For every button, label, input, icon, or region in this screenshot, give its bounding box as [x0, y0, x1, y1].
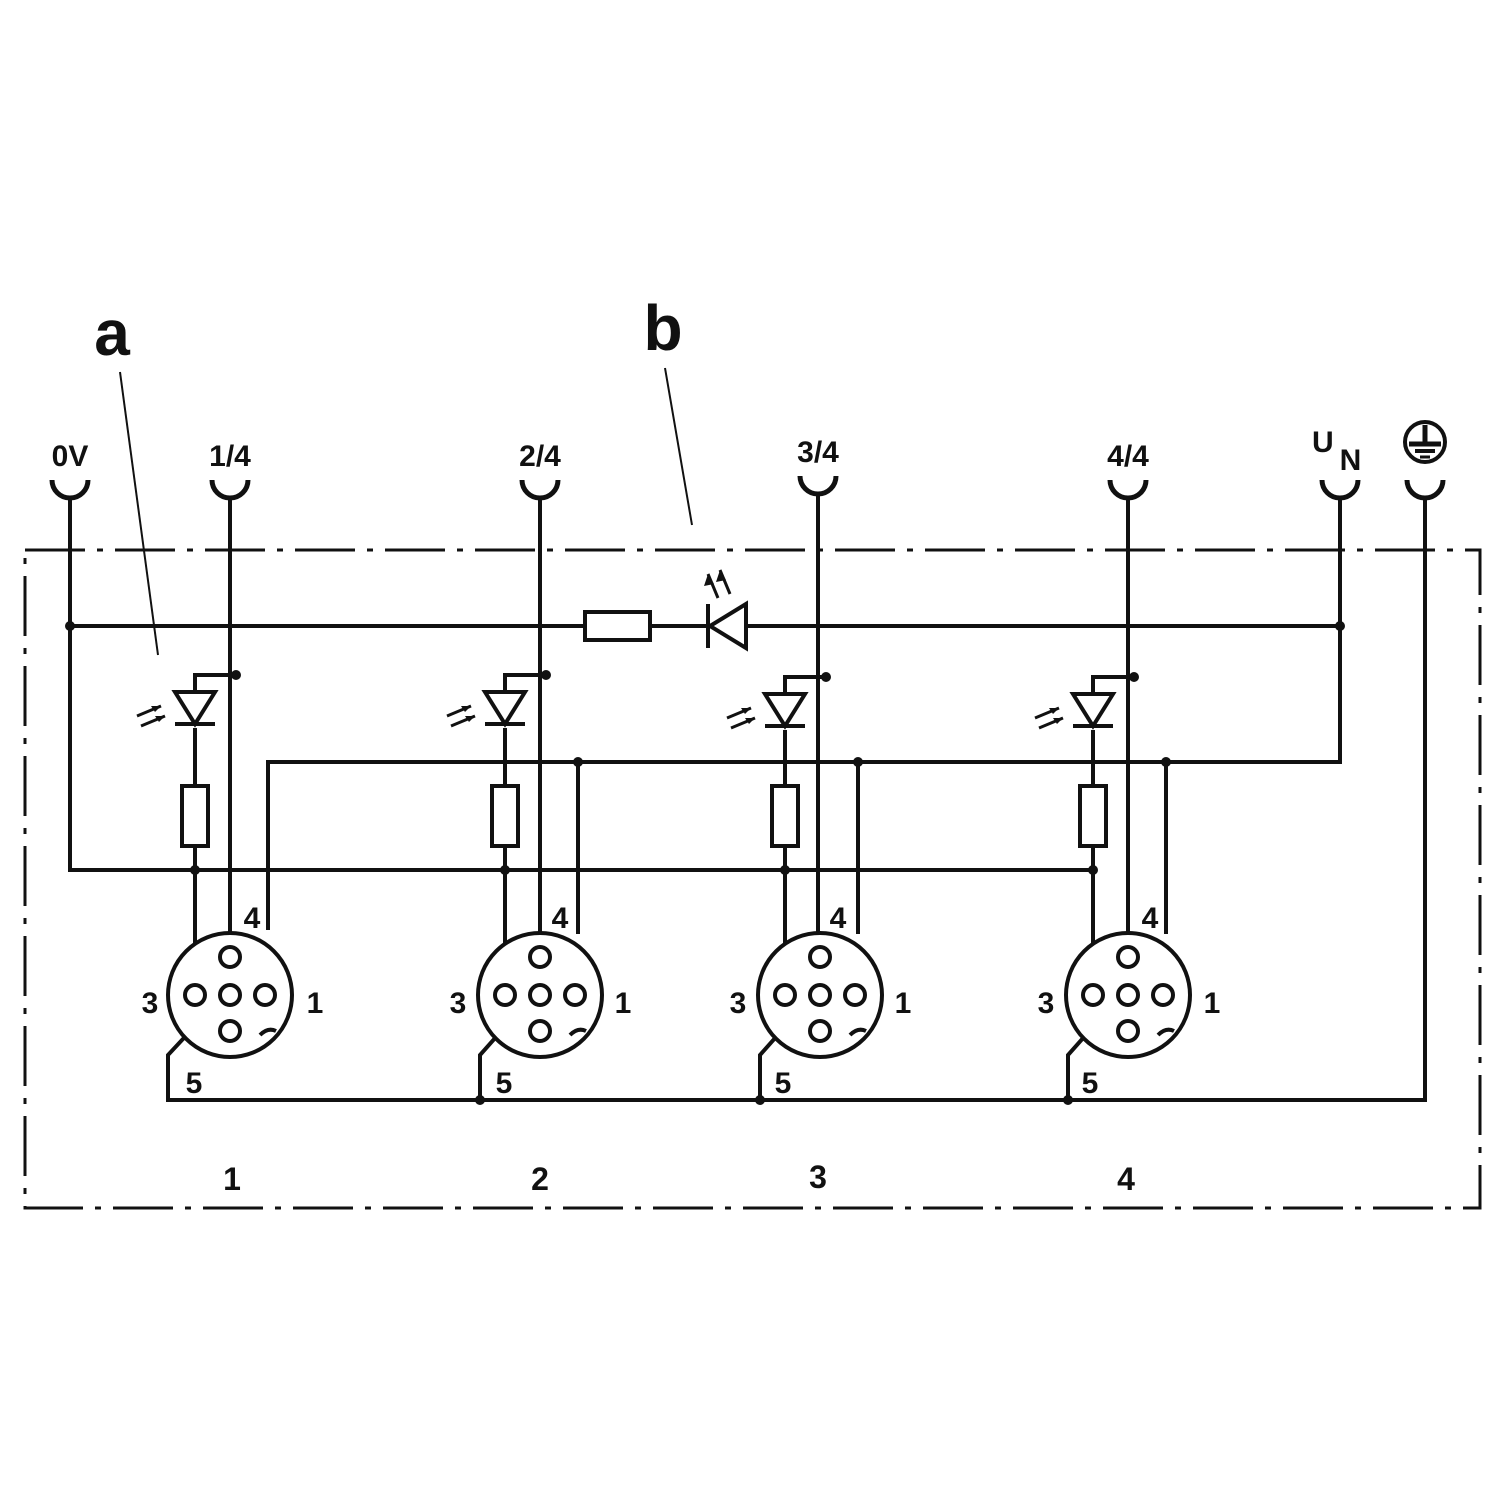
protective-earth-icon [1403, 420, 1447, 464]
connector-3-icon [756, 931, 884, 1059]
channel-2-led-icon [445, 690, 527, 728]
callout-b: b [643, 292, 682, 364]
connector-2-number: 2 [531, 1161, 549, 1197]
connector-2-pin1-label: 1 [615, 987, 632, 1020]
connector-1: 4 3 1 5 1 [142, 902, 324, 1197]
terminal-0v-icon [52, 480, 88, 498]
connector-2: 4 3 1 5 2 [450, 902, 632, 1197]
connector-1-pin5-label: 5 [186, 1067, 203, 1100]
channel-4-resistor-icon [1078, 784, 1108, 848]
connector-4: 4 3 1 5 4 [1038, 902, 1221, 1197]
enclosure-border [23, 548, 1482, 1210]
terminal-label-2-4: 2/4 [519, 440, 561, 473]
terminal-3-4-icon [800, 476, 836, 494]
connector-3-number: 3 [809, 1159, 827, 1195]
terminal-label-un-main: U [1312, 426, 1334, 459]
connector-4-pin4-label: 4 [1142, 902, 1159, 935]
connector-3-pin1-label: 1 [895, 987, 912, 1020]
terminal-un-icon [1322, 480, 1358, 498]
terminal-4-4-icon [1110, 480, 1146, 498]
channel-1-resistor-icon [180, 784, 210, 848]
channel-2-resistor-icon [490, 784, 520, 848]
terminal-label-1-4: 1/4 [209, 440, 251, 473]
connector-2-icon [476, 931, 604, 1059]
junctions [65, 621, 1345, 1105]
connector-1-number: 1 [223, 1161, 241, 1197]
connector-4-pin5-label: 5 [1082, 1067, 1099, 1100]
connector-2-pin4-label: 4 [552, 902, 569, 935]
connector-4-icon [1064, 931, 1192, 1059]
connector-1-icon [166, 931, 294, 1059]
terminal-2-4-icon [522, 480, 558, 498]
connector-3-pin4-label: 4 [830, 902, 847, 935]
terminal-1-4-icon [212, 480, 248, 498]
status-led-icon [704, 569, 748, 652]
terminal-label-0v: 0V [52, 440, 89, 473]
channel-1-led-icon [135, 690, 217, 728]
terminal-label-un: UN [1312, 426, 1361, 477]
terminal-earth-icon [1407, 480, 1443, 498]
channel-3-led-icon [725, 692, 807, 730]
channel-3-resistor-icon [770, 784, 800, 848]
connector-1-pin3-label: 3 [142, 987, 159, 1020]
callout-b-leader [664, 367, 693, 526]
terminal-label-un-sub: N [1340, 444, 1362, 477]
terminal-label-3-4: 3/4 [797, 436, 839, 469]
connector-4-pin3-label: 3 [1038, 987, 1055, 1020]
connector-3-pin5-label: 5 [775, 1067, 792, 1100]
connector-4-pin1-label: 1 [1204, 987, 1221, 1020]
connector-3-pin3-label: 3 [730, 987, 747, 1020]
terminal-label-4-4: 4/4 [1107, 440, 1149, 473]
callout-a: a [94, 297, 130, 369]
connector-2-pin3-label: 3 [450, 987, 467, 1020]
channel-4-led-icon [1033, 692, 1115, 730]
connector-3: 4 3 1 5 3 [730, 902, 912, 1195]
callout-a-leader [119, 371, 159, 656]
bus-resistor-icon [583, 610, 652, 642]
connector-1-pin1-label: 1 [307, 987, 324, 1020]
connector-4-number: 4 [1117, 1161, 1135, 1197]
connector-2-pin5-label: 5 [496, 1067, 513, 1100]
connector-1-pin4-label: 4 [244, 902, 261, 935]
